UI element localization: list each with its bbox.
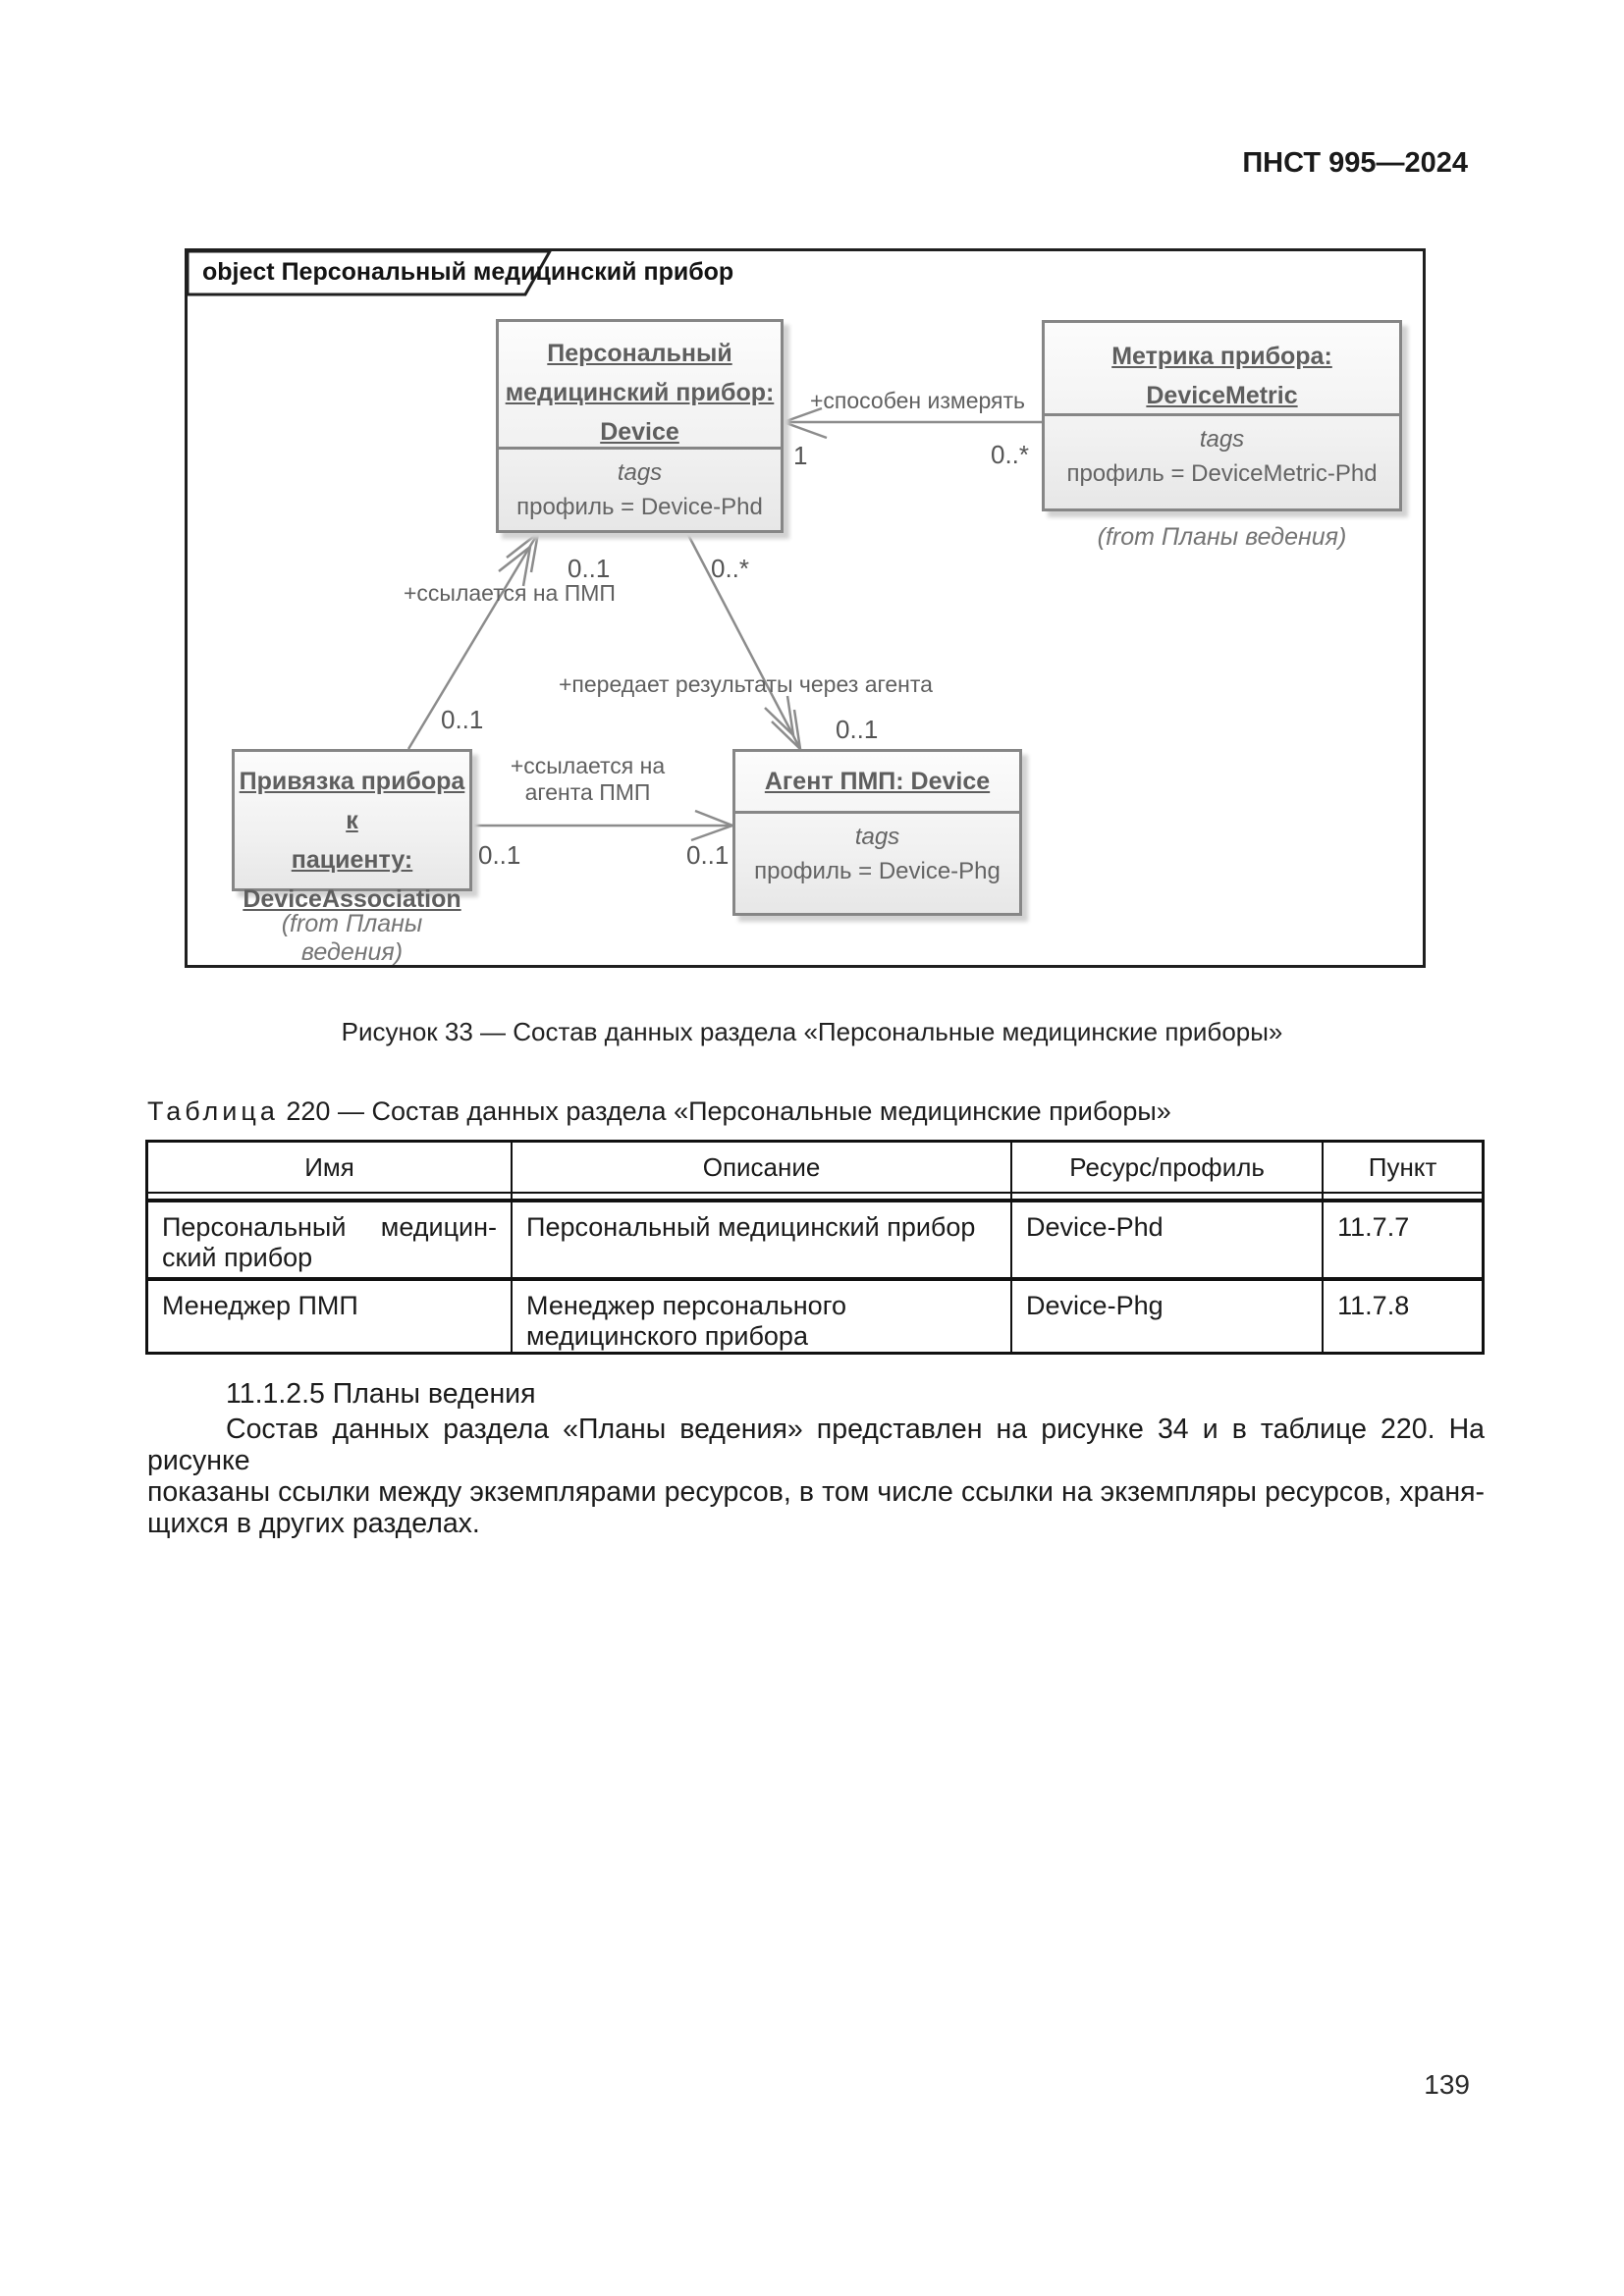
cell-resource: Device-Phg [1010, 1278, 1325, 1355]
node-device-profile: профиль = Device-Phd [516, 494, 763, 520]
page-number: 139 [1424, 2069, 1470, 2100]
node-assoc-title-line: Привязка прибора к [239, 768, 465, 834]
node-assoc-title-line: DeviceAssociation [243, 885, 461, 913]
tags-keyword: tags [1199, 426, 1245, 453]
node-metric-profile: профиль = DeviceMetric-Phd [1066, 460, 1378, 487]
edge-measures-source-mult: 1 [793, 441, 808, 470]
paragraph-line: показаны ссылки между экземплярами ресур… [147, 1476, 1485, 1508]
edge-transmits-label: +передает результаты через агента [559, 671, 933, 697]
node-metric: Метрика прибора: DeviceMetric tags профи… [1042, 320, 1402, 511]
section-11-1-2-5: 11.1.2.5 Планы ведения Состав данных раз… [147, 1378, 1485, 1539]
node-assoc: Привязка прибора к пациенту: DeviceAssoc… [232, 749, 472, 913]
figure-caption: Рисунок 33 — Состав данных раздела «Перс… [341, 1017, 1283, 1046]
frame-label: object Персональный медицинский прибор [202, 258, 734, 286]
edge-refs-pmp-top-mult: 0..1 [568, 554, 611, 583]
table-number: 220 [286, 1096, 331, 1126]
tags-keyword: tags [617, 459, 663, 486]
edge-refs-pmp-line [406, 532, 540, 750]
cell-description: Менеджер персонального медицинского приб… [511, 1278, 1013, 1355]
node-device: Персональный медицинский прибор: Device … [496, 319, 784, 533]
node-metric-title: Метрика прибора: DeviceMetric [1045, 323, 1399, 413]
edge-transmits-line [685, 532, 802, 750]
edge-refs-pmp-label: +ссылается на ПМП [404, 580, 616, 606]
cell-name: Персональный медицин-ский прибор [145, 1200, 514, 1281]
node-device-title-line: медицинский прибор: [505, 379, 775, 406]
edge-transmits-arrowhead2 [764, 695, 795, 739]
edge-measures-arrowhead [780, 406, 828, 440]
edge-transmits-top-mult: 0..* [711, 554, 750, 583]
node-device-title: Персональный медицинский прибор: Device [499, 322, 781, 447]
table-title-text: — Состав данных раздела «Персональные ме… [337, 1096, 1171, 1126]
table-label: Таблица [147, 1096, 279, 1126]
node-agent-tags: tags профиль = Device-Phg [735, 811, 1019, 888]
diagram-lines-layer [188, 251, 1042, 842]
cell-clause: 11.7.8 [1322, 1278, 1485, 1355]
cell-resource: Device-Phd [1010, 1200, 1325, 1281]
node-assoc-title-line: пациенту: [291, 846, 413, 874]
node-metric-title-line: Метрика прибора: [1111, 343, 1332, 370]
table-title: Таблица 220 — Состав данных раздела «Пер… [147, 1096, 1171, 1127]
uml-diagram-frame: object Персональный медицинский прибор П… [185, 248, 1426, 968]
paragraph-line: Состав данных раздела «Планы ведения» пр… [147, 1414, 1485, 1476]
frame-tab-shape [188, 251, 552, 296]
node-agent: Агент ПМП: Device tags профиль = Device-… [732, 749, 1022, 916]
node-assoc-from-note: (from Планы ведения) [281, 910, 423, 966]
col-header-resource: Ресурс/профиль [1010, 1140, 1325, 1194]
edge-transmits-bottom-mult: 0..1 [836, 715, 879, 744]
cell-description: Персональный медицинский прибор [511, 1200, 1013, 1281]
section-heading: 11.1.2.5 Планы ведения [226, 1378, 536, 1410]
edge-measures-label: +способен измерять [810, 388, 1026, 413]
node-agent-title-line: Агент ПМП: Device [764, 768, 991, 795]
edge-refs-agent-left-mult: 0..1 [478, 840, 521, 870]
table-row: Персональный медицин-ский прибор Персона… [145, 1200, 1485, 1281]
col-header-description: Описание [511, 1140, 1013, 1194]
table-header-row: Имя Описание Ресурс/профиль Пункт [145, 1140, 1485, 1194]
tags-keyword: tags [854, 824, 900, 850]
header-rule-row [145, 1192, 1485, 1202]
node-device-title-line: Персональный [547, 340, 732, 367]
cell-clause: 11.7.7 [1322, 1200, 1485, 1281]
node-metric-tags: tags профиль = DeviceMetric-Phd [1045, 413, 1399, 491]
col-header-clause: Пункт [1322, 1140, 1485, 1194]
table-row: Менеджер ПМП Менеджер персонального меди… [145, 1278, 1485, 1355]
col-header-name: Имя [145, 1140, 514, 1194]
edge-refs-pmp-arrowhead2 [498, 544, 532, 587]
edge-refs-agent-label: +ссылается на агента ПМП [510, 753, 666, 805]
node-metric-from-note: (from Планы ведения) [1097, 523, 1347, 551]
node-agent-profile: профиль = Device-Phg [754, 858, 1001, 884]
node-device-title-line: Device [600, 418, 679, 446]
edge-measures-target-mult: 0..* [991, 440, 1030, 469]
cell-name: Менеджер ПМП [145, 1278, 514, 1355]
edge-refs-pmp-arrowhead [506, 530, 540, 573]
paragraph-line: щихся в других разделах. [147, 1508, 480, 1539]
node-device-tags: tags профиль = Device-Phd [499, 447, 781, 524]
edge-refs-pmp-bottom-mult: 0..1 [441, 705, 484, 734]
edge-refs-agent-right-mult: 0..1 [686, 840, 730, 870]
node-metric-title-line: DeviceMetric [1146, 382, 1298, 409]
page-header: ПНСТ 995—2024 [1242, 147, 1468, 179]
data-table: Имя Описание Ресурс/профиль Пункт Персон… [145, 1140, 1485, 1355]
node-assoc-title: Привязка прибора к пациенту: DeviceAssoc… [235, 752, 469, 919]
node-agent-title: Агент ПМП: Device [735, 752, 1019, 811]
